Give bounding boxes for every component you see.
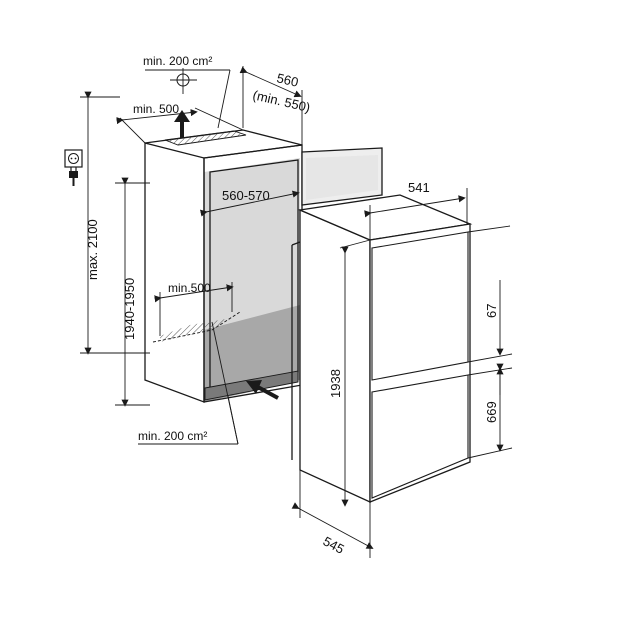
niche-cabinet (119, 107, 303, 403)
label-appliance-height: 1938 (328, 369, 343, 398)
label-door-gap: 67 (484, 304, 499, 318)
label-floor-clearance: min.500 (168, 281, 211, 295)
label-vent-bottom-area: min. 200 cm² (138, 429, 207, 443)
label-niche-height: 1940-1950 (122, 278, 137, 340)
dim-niche-width: 560-570 (199, 188, 300, 217)
dim-appliance-height: 1938 (328, 239, 371, 507)
dim-floor-clearance: min.500 (154, 281, 234, 336)
niche-side-door (301, 147, 383, 206)
dim-top-clearance: min. 500 (116, 102, 198, 125)
top-vent-opening (164, 130, 247, 146)
ventilation-crosshair-icon (170, 68, 197, 94)
dim-lower-door-height: 669 (467, 363, 513, 459)
label-top-clearance: min. 500 (133, 102, 179, 116)
dim-niche-height: 1940-1950 (115, 177, 150, 407)
upper-door (371, 231, 469, 381)
label-appliance-width: 541 (408, 180, 430, 195)
plug-icon (69, 167, 78, 186)
socket-icon (64, 149, 83, 168)
vent-bottom-label: min. 200 cm² (138, 321, 239, 445)
label-vent-top-area: min. 200 cm² (143, 54, 212, 68)
niche-left-side (144, 142, 205, 403)
fridge-appliance (291, 194, 473, 504)
label-max-height: max. 2100 (85, 219, 100, 280)
dim-max-height: max. 2100 (80, 91, 150, 355)
label-niche-depth-min: (min. 550) (251, 87, 311, 115)
airflow-arrow-bottom (246, 380, 279, 400)
dim-door-gap: 67 (467, 225, 513, 395)
label-lower-door-height: 669 (484, 401, 499, 423)
dim-appliance-width: 541 (364, 180, 468, 240)
label-appliance-depth: 545 (321, 533, 347, 556)
